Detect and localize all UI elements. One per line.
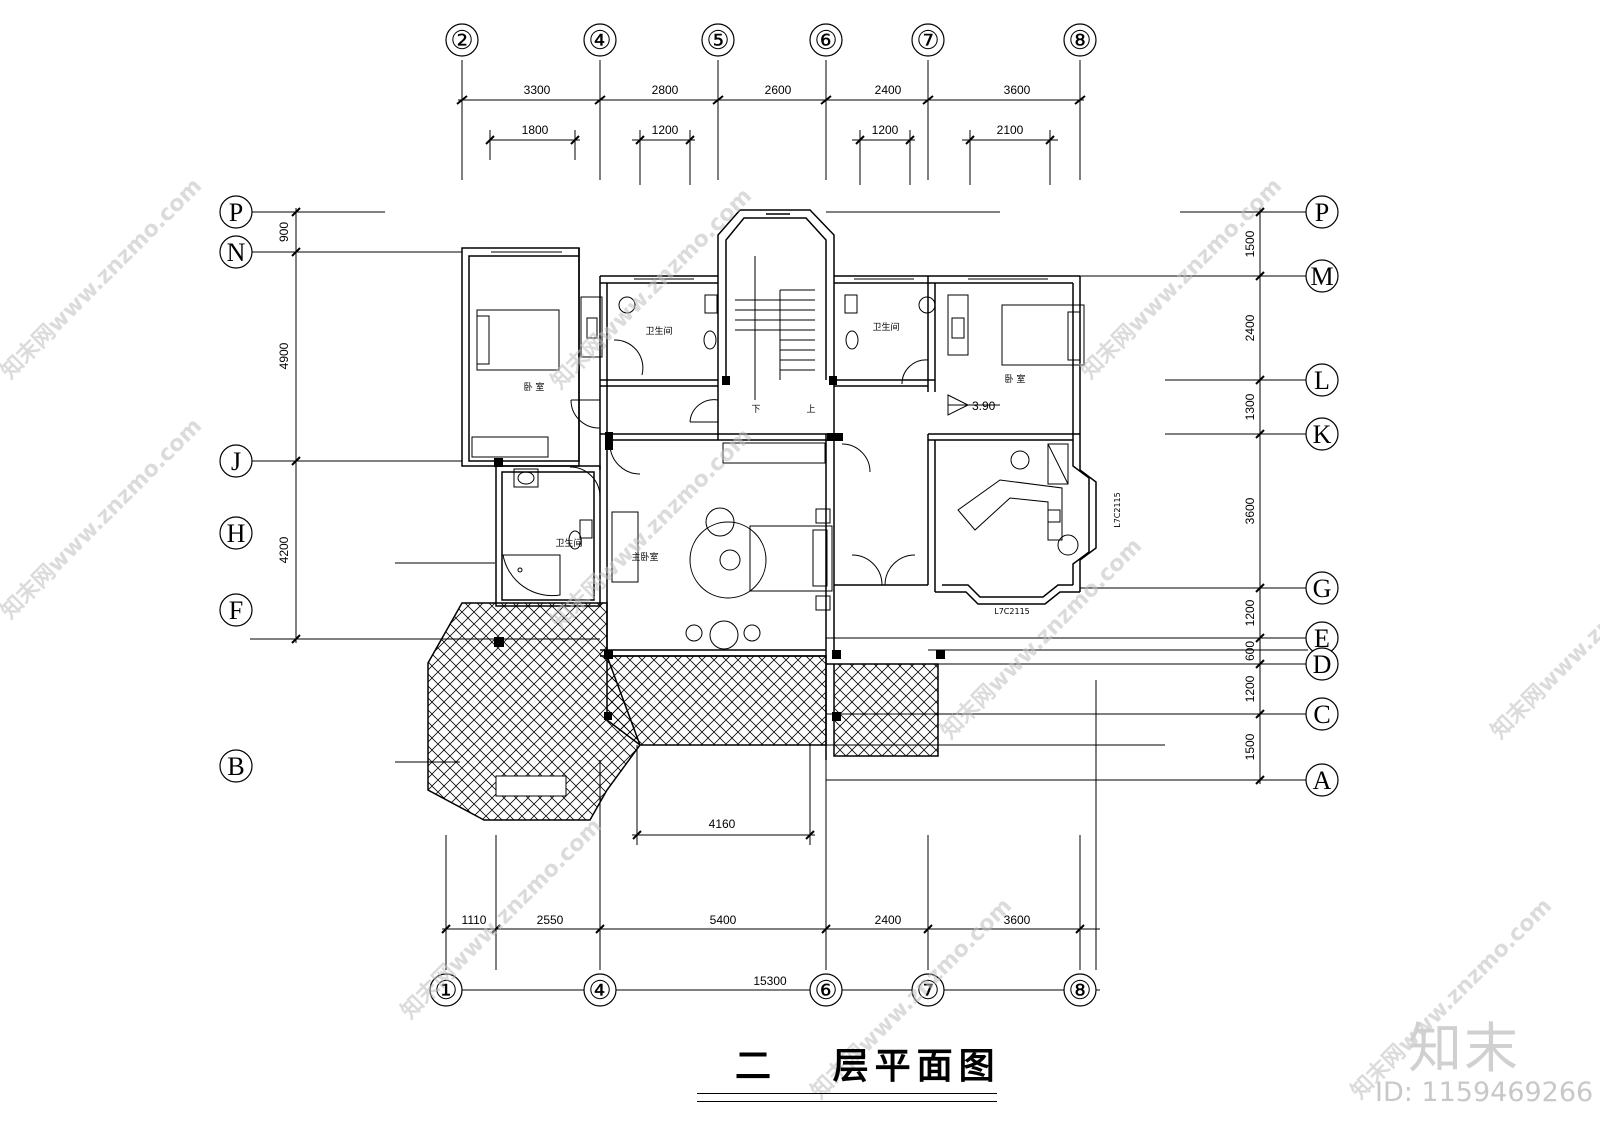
axis-bottom-7: ⑦ — [916, 976, 939, 1005]
dim-window-3: 1200 — [872, 123, 899, 137]
axis-left-j: J — [231, 447, 241, 476]
dim-right-5: 1200 — [1243, 599, 1257, 626]
axis-top-2: ② — [450, 26, 473, 55]
axis-bottom-4: ④ — [588, 976, 611, 1005]
axis-right-g: G — [1313, 574, 1332, 603]
stair-up-label: 上 — [806, 404, 815, 415]
axis-top-8: ⑧ — [1068, 26, 1091, 55]
dim-bottom-3: 5400 — [710, 913, 737, 927]
dim-left-3: 4200 — [277, 536, 291, 563]
watermark-text: 知末网www.znzmo.com — [1076, 173, 1287, 384]
dim-right-3: 1300 — [1243, 393, 1257, 420]
drawing-title: 二 层平面图 — [735, 1045, 1001, 1087]
axis-top-4: ④ — [588, 26, 611, 55]
room-bath-3: 卫生间 — [555, 537, 582, 549]
axis-right-p: P — [1315, 198, 1329, 227]
dim-left-1: 900 — [277, 222, 291, 242]
dim-right-8: 1500 — [1243, 733, 1257, 760]
axis-right-k: K — [1313, 420, 1332, 449]
title-underline — [697, 1093, 997, 1094]
room-master-bedroom: 主卧室 — [631, 551, 658, 563]
room-bedroom-right: 卧 室 — [1005, 373, 1026, 385]
watermark-text: 知末网www.znzmo.com — [0, 173, 207, 384]
axis-right-l: L — [1314, 366, 1330, 395]
dim-right-2: 2400 — [1243, 314, 1257, 341]
image-id-label: ID: 1159469266 — [1375, 1077, 1594, 1108]
watermark-text: 知末网www.znzmo.com — [396, 813, 607, 1024]
axis-left-h: H — [227, 519, 246, 548]
axis-top-6: ⑥ — [814, 26, 837, 55]
dim-bottom-5: 3600 — [1004, 913, 1031, 927]
dim-bottom-1: 1110 — [462, 913, 487, 927]
dim-top-3: 2600 — [765, 83, 792, 97]
dim-window-1: 1800 — [522, 123, 549, 137]
axis-bottom-8: ⑧ — [1068, 976, 1091, 1005]
room-bath-2: 卫生间 — [872, 321, 899, 333]
room-bath-1: 卫生间 — [645, 325, 672, 337]
dim-top-2: 2800 — [652, 83, 679, 97]
dim-total: 15300 — [753, 974, 787, 988]
axis-top-7: ⑦ — [916, 26, 939, 55]
axis-right-e: E — [1314, 624, 1330, 653]
dim-right-4: 3600 — [1243, 497, 1257, 524]
axis-left-f: F — [229, 596, 243, 625]
watermark-text: 知末网www.znzmo.com — [936, 533, 1147, 744]
title-underline — [697, 1101, 997, 1102]
axis-right-c: C — [1313, 700, 1330, 729]
dim-window-4: 2100 — [997, 123, 1024, 137]
dim-top-4: 2400 — [875, 83, 902, 97]
axis-left-p: P — [229, 198, 243, 227]
axis-bottom-1: ① — [434, 976, 457, 1005]
window-code-side: L7C2115 — [1113, 492, 1122, 528]
level-mark: 3.90 — [972, 399, 996, 413]
axis-left-b: B — [227, 752, 244, 781]
brand-logo: 知末 — [1408, 1017, 1520, 1080]
dim-right-6: 600 — [1243, 641, 1257, 661]
dim-right-7: 1200 — [1243, 675, 1257, 702]
dim-balcony: 4160 — [709, 817, 736, 831]
axis-right-a: A — [1313, 766, 1332, 795]
axis-left-n: N — [227, 238, 246, 267]
dim-top-5: 3600 — [1004, 83, 1031, 97]
axis-top-5: ⑤ — [706, 26, 729, 55]
dim-bottom-2: 2550 — [537, 913, 564, 927]
watermark-text: 知末网www.znzmo.com — [546, 423, 757, 634]
dim-left-2: 4900 — [277, 342, 291, 369]
axis-right-d: D — [1313, 650, 1332, 679]
dim-top-1: 3300 — [524, 83, 551, 97]
watermark-text: 知末网www.znzmo.com — [0, 413, 207, 624]
dim-right-1: 1500 — [1243, 230, 1257, 257]
axis-bottom-6: ⑥ — [814, 976, 837, 1005]
dim-window-2: 1200 — [652, 123, 679, 137]
window-code-bottom: L7C2115 — [994, 607, 1030, 616]
stair-down-label: 下 — [751, 405, 760, 415]
dim-bottom-4: 2400 — [875, 913, 902, 927]
watermark-text: 知末网www.znzmo.com — [1486, 533, 1600, 744]
axis-right-m: M — [1310, 262, 1333, 291]
room-bedroom-left: 卧 室 — [524, 381, 545, 393]
